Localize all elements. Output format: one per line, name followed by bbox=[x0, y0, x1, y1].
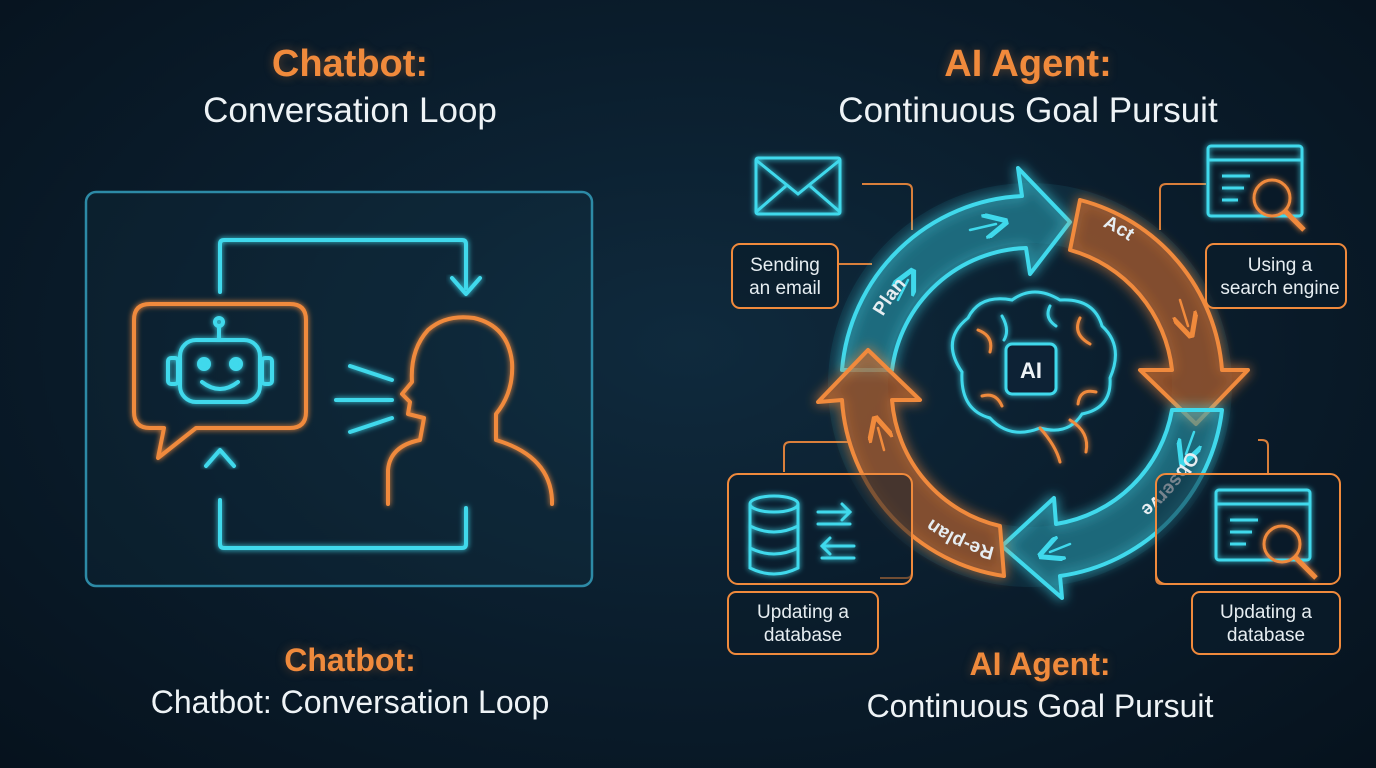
agent-bottom-label: AI Agent: bbox=[969, 646, 1111, 682]
search-tool-box bbox=[1205, 243, 1347, 309]
robot-icon bbox=[166, 316, 274, 404]
search-tool-line2: search engine bbox=[1220, 278, 1339, 299]
agent-title-label: AI Agent: bbox=[944, 43, 1112, 85]
agent-title: AI Agent: Continuous Goal Pursuit bbox=[700, 40, 1356, 134]
chatbot-title-label: Chatbot: bbox=[271, 43, 429, 85]
replan-arrow bbox=[816, 348, 1006, 578]
db-left-line1: Updating a bbox=[757, 602, 849, 623]
plan-arrow bbox=[840, 166, 1072, 372]
email-tool-line2: an email bbox=[749, 278, 821, 299]
email-tool-box bbox=[731, 243, 839, 309]
agent-bottom-sub: Continuous Goal Pursuit bbox=[866, 688, 1214, 724]
inner-direction-arrows bbox=[878, 224, 1194, 552]
search-window-icon bbox=[1214, 488, 1318, 580]
loop-arrow-top-head bbox=[450, 276, 482, 296]
agent-bottom-caption: AI Agent: Continuous Goal Pursuit bbox=[700, 644, 1376, 728]
sync-arrows-icon bbox=[816, 502, 856, 560]
chatbot-panel-frame bbox=[84, 190, 594, 588]
person-icon bbox=[386, 315, 554, 506]
chatbot-bottom-caption: Chatbot: Chatbot: Conversation Loop bbox=[20, 640, 680, 724]
loop-arrow-bottom bbox=[218, 498, 468, 550]
db-right-line1: Updating a bbox=[1220, 602, 1312, 623]
ai-chip bbox=[1004, 342, 1058, 396]
email-icon bbox=[754, 156, 842, 216]
db-right-tool-box bbox=[1191, 591, 1341, 655]
db-left-tool-frame bbox=[727, 473, 913, 585]
email-tool-line1: Sending bbox=[750, 255, 820, 276]
database-icon bbox=[748, 494, 800, 576]
loop-arrow-top bbox=[218, 238, 468, 294]
ai-chip-label: AI bbox=[1020, 358, 1042, 383]
chatbot-bottom-sub: Chatbot: Conversation Loop bbox=[150, 684, 550, 720]
search-engine-icon bbox=[1206, 144, 1306, 232]
chatbot-bottom-label: Chatbot: bbox=[284, 642, 416, 678]
act-arrow bbox=[1068, 198, 1250, 426]
brain-icon bbox=[950, 290, 1117, 464]
db-left-line2: database bbox=[764, 625, 842, 646]
db-right-line2: database bbox=[1227, 625, 1305, 646]
chatbot-title: Chatbot: Conversation Loop bbox=[20, 40, 680, 134]
chatbot-title-sub: Conversation Loop bbox=[203, 91, 497, 130]
db-left-tool-box bbox=[727, 591, 879, 655]
chat-bubble-icon bbox=[132, 302, 308, 460]
speech-lines-icon bbox=[334, 364, 394, 434]
search-tool-line1: Using a bbox=[1248, 255, 1313, 276]
agent-title-sub: Continuous Goal Pursuit bbox=[838, 91, 1218, 130]
